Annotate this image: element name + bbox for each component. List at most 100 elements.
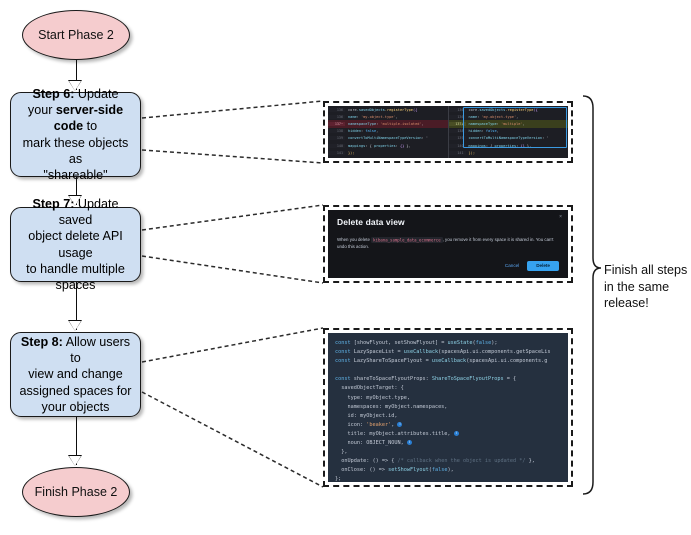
diff-line-code: mappings: { properties: {} }, <box>468 143 532 148</box>
code-line <box>335 366 561 375</box>
step-7-line3: to handle multiple spaces <box>26 261 125 293</box>
code-line: icon: 'beaker', i <box>335 421 561 430</box>
diff-line-code: mappings: { properties: {} }, <box>348 143 411 148</box>
diff-line: 140 mappings: { properties: {} }, <box>448 142 569 149</box>
code-line: title: myObject.attributes.title, i <box>335 430 561 439</box>
diff-line: 141}); <box>328 149 448 156</box>
diff-line: 136 name: 'my-object-type', <box>448 113 569 120</box>
step-6-prefix: Step 6: <box>32 86 75 101</box>
diff-line-code: hidden: false, <box>348 129 379 134</box>
step-6-line2b: to <box>83 119 98 134</box>
modal-body-code-chip: kibana_sample_data_ecommerce <box>371 236 443 243</box>
step-8-line3: assigned spaces for <box>19 383 132 398</box>
cancel-button[interactable]: Cancel <box>504 263 520 269</box>
diff-line-number: 137− <box>328 121 345 126</box>
modal-body: When you delete kibana_sample_data_ecomm… <box>337 236 559 250</box>
start-terminator: Start Phase 2 <box>22 10 130 60</box>
diff-line-number: 139 <box>328 136 345 141</box>
code-line: const LazySpaceList = useCallback(spaces… <box>335 349 551 356</box>
step-7-prefix: Step 7: <box>32 196 75 211</box>
delete-button[interactable]: Delete <box>527 260 559 271</box>
info-icon[interactable]: i <box>406 440 412 446</box>
diff-line-code: name: 'my-object-type', <box>348 114 398 119</box>
step-7-box: Step 7: Update saved object delete API u… <box>10 197 141 292</box>
connector-step7-step8 <box>75 282 77 330</box>
step-8-line1: Allow users to <box>62 334 131 366</box>
step-6-line3: mark these objects as <box>22 135 129 166</box>
step-8-line2: view and change <box>28 367 123 382</box>
diff-line: 138 hidden: false, <box>328 128 448 135</box>
callout-line-step8-bottom <box>141 391 324 488</box>
diff-line-number: 141 <box>328 150 345 155</box>
diff-line-number: 138 <box>328 129 345 134</box>
code-line: const LazyShareToSpaceFlyout = useCallba… <box>335 358 548 365</box>
diff-line: 137+ namespaceType: 'multiple', <box>448 120 568 128</box>
modal-title: Delete data view <box>337 217 405 227</box>
step-6-line2-bold: server-side code <box>53 102 124 134</box>
modal-actions: Cancel Delete <box>504 260 559 271</box>
diff-line: 141}); <box>448 149 569 156</box>
diff-line: 142} <box>448 156 569 158</box>
diff-line-number: 140 <box>328 143 345 148</box>
code-line: savedObjectTarget: { <box>335 385 404 392</box>
diff-line-code: convertToMultiNamespaceTypeVersion: ' <box>468 136 549 141</box>
release-note-line3: release! <box>604 296 649 310</box>
code-line: const [showFlyout, setShowFlyout] = useS… <box>335 340 498 346</box>
diff-line-code: namespaceType: 'multiple', <box>468 121 525 126</box>
diff-line: 142} <box>328 156 448 158</box>
modal-body-after: , you remove it from every space it is s… <box>337 237 554 249</box>
step-6-line1: Update <box>74 86 119 101</box>
diff-line: 137− namespaceType: 'multiple-isolated', <box>328 120 448 128</box>
step-8-box: Step 8: Allow users to view and change a… <box>10 332 141 417</box>
arrow-start-step6-fill <box>69 80 81 91</box>
modal-screenshot-inner: × Delete data view When you delete kiban… <box>328 210 568 278</box>
diff-line-code: convertToMultiNamespaceTypeVersion: ' <box>348 136 429 141</box>
step-6-line4: "shareable" <box>43 168 108 183</box>
arrow-step6-step7-fill <box>69 195 81 206</box>
code-line: onUpdate: () => { /* callback when the o… <box>335 458 535 465</box>
diff-line-code: core.savedObjects.registerType({ <box>468 107 538 112</box>
callout-line-step7-bottom <box>141 255 324 284</box>
diff-line-number: 137+ <box>448 121 466 126</box>
code-line: type: myObject.type, <box>335 394 410 401</box>
bigcode-screenshot-inner: const [showFlyout, setShowFlyout] = useS… <box>328 333 568 482</box>
code-line: const shareToSpaceFlyoutProps: ShareToSp… <box>335 376 517 383</box>
diff-line-code: namespaceType: 'multiple-isolated', <box>348 121 424 126</box>
modal-body-before: When you delete <box>337 237 372 242</box>
connector-start-step6 <box>75 60 77 90</box>
callout-line-step8-top <box>141 327 324 363</box>
info-icon[interactable]: i <box>397 421 403 427</box>
diff-line-number: 140 <box>448 143 466 148</box>
diff-line: 139 convertToMultiNamespaceTypeVersion: … <box>328 135 448 142</box>
diff-line-code: }); <box>348 150 355 155</box>
diff-line-code: name: 'my-object-type', <box>468 114 519 119</box>
screenshot-sharetospaceflyout-code: const [showFlyout, setShowFlyout] = useS… <box>323 328 573 487</box>
step-6-line2a: your <box>27 102 56 117</box>
diff-line: 139 convertToMultiNamespaceTypeVersion: … <box>448 135 569 142</box>
diff-line: 140 mappings: { properties: {} }, <box>328 142 448 149</box>
code-line: }; <box>335 476 342 482</box>
diff-line: 138 hidden: false, <box>448 128 569 135</box>
callout-line-step6-bottom <box>141 149 324 164</box>
diff-line-number: 136 <box>328 107 345 112</box>
connector-step6-step7 <box>75 177 77 205</box>
code-line: id: myObject.id, <box>335 412 398 419</box>
info-icon[interactable]: i <box>453 430 459 436</box>
diff-line-number: 138 <box>448 129 466 134</box>
arrow-step8-finish-fill <box>69 455 81 466</box>
code-line: noun: OBJECT_NOUN, i <box>335 439 561 448</box>
diff-line-number: 136 <box>448 114 466 119</box>
diff-line-number: 136 <box>448 107 466 112</box>
code-line: }, <box>335 449 348 456</box>
screenshot-delete-data-view-modal: × Delete data view When you delete kiban… <box>323 205 573 283</box>
brace-path <box>582 95 602 495</box>
arrow-step7-step8-fill <box>69 320 81 331</box>
connector-step8-finish <box>75 417 77 465</box>
close-icon[interactable]: × <box>559 214 562 220</box>
